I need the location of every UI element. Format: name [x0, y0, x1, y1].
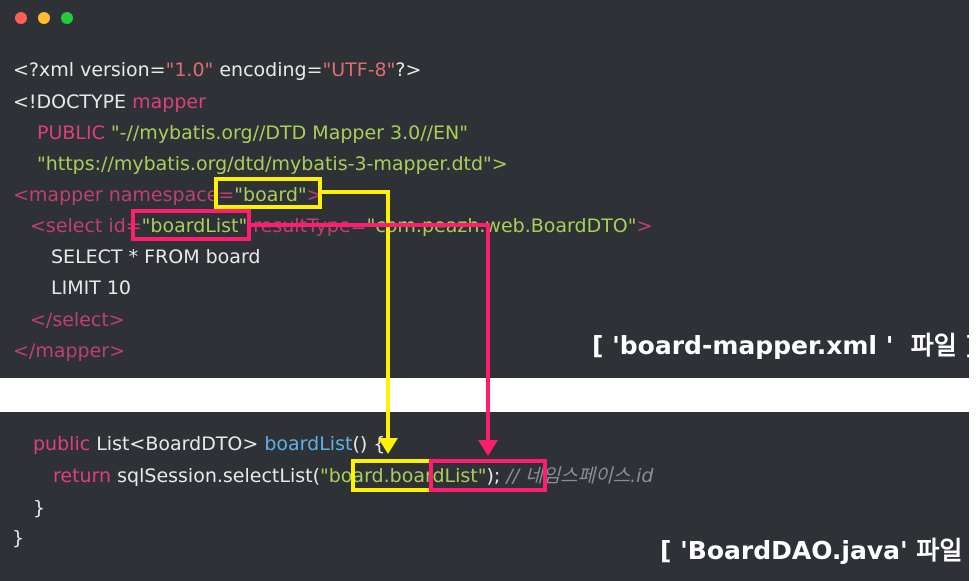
- code-token: () {: [352, 433, 386, 455]
- code-line-dtd-url: "https://mybatis.org/dtd/mybatis-3-mappe…: [37, 152, 508, 176]
- highlight-id-java: [429, 459, 547, 492]
- code-token: </mapper>: [13, 340, 126, 362]
- code-comment: // 네임스페이스.id: [506, 465, 654, 487]
- code-token: <mapper namespace=: [13, 184, 235, 206]
- code-line-return: return sqlSession.selectList("board.boar…: [53, 464, 653, 488]
- code-token: encoding=: [213, 59, 323, 81]
- code-token: PUBLIC: [37, 122, 111, 144]
- code-line-mapper-close: </mapper>: [13, 339, 125, 363]
- code-line-mapper-open: <mapper namespace="board">: [13, 183, 323, 207]
- code-token: return: [53, 465, 118, 487]
- close-button[interactable]: [15, 12, 27, 24]
- namespace-value: "board": [234, 184, 307, 206]
- code-token: List<BoardDTO>: [96, 433, 265, 455]
- code-token: "UTF-8": [322, 59, 396, 81]
- maximize-button[interactable]: [61, 12, 73, 24]
- code-token: "https://mybatis.org/dtd/mybatis-3-mappe…: [37, 153, 508, 175]
- code-line-close-class: }: [12, 526, 24, 550]
- id-arg: boardList": [389, 465, 487, 487]
- window-titlebar: [0, 0, 969, 36]
- caption-xml-file: [ 'board-mapper.xml ' 파일 ]: [592, 331, 977, 360]
- code-token: "-//mybatis.org//DTD Mapper 3.0//EN": [110, 122, 468, 144]
- code-token: }: [33, 497, 46, 519]
- code-line-close-method: }: [33, 496, 45, 520]
- divider: [0, 378, 977, 412]
- code-token: sqlSession.selectList(: [117, 465, 320, 487]
- code-token: resultType=: [247, 215, 367, 237]
- code-token: <?xml version=: [13, 59, 166, 81]
- highlight-namespace-xml: [214, 177, 322, 209]
- code-line-doctype: <!DOCTYPE mapper: [13, 90, 206, 114]
- code-token: );: [486, 465, 507, 487]
- code-token: }: [12, 527, 25, 549]
- code-token: public: [33, 433, 97, 455]
- code-token: >: [636, 215, 653, 237]
- code-token: "com.peazh.web.BoardDTO": [366, 215, 637, 237]
- highlight-id-xml: [131, 209, 251, 241]
- code-token: </select>: [30, 309, 125, 331]
- right-edge: [969, 0, 977, 581]
- code-token: mapper: [132, 91, 206, 113]
- highlight-namespace-java: [351, 459, 433, 492]
- code-token: <!DOCTYPE: [13, 91, 133, 113]
- code-line-method-signature: public List<BoardDTO> boardList() {: [33, 432, 385, 456]
- method-name: boardList: [264, 433, 353, 455]
- code-token: SELECT * FROM board: [51, 246, 261, 268]
- caption-java-file: [ 'BoardDAO.java' 파일 ]: [660, 536, 977, 565]
- code-token: <select id=: [30, 215, 142, 237]
- code-line-xml-declaration: <?xml version="1.0" encoding="UTF-8"?>: [13, 58, 421, 82]
- xml-code-panel: <?xml version="1.0" encoding="UTF-8"?> <…: [0, 0, 977, 363]
- code-token: "1.0": [165, 59, 214, 81]
- code-token: LIMIT 10: [51, 277, 132, 299]
- select-id-value: "boardList": [141, 215, 248, 237]
- minimize-button[interactable]: [38, 12, 50, 24]
- code-line-sql-limit: LIMIT 10: [51, 276, 131, 300]
- code-token: ?>: [395, 59, 422, 81]
- code-token: .: [383, 465, 390, 487]
- code-line-select-open: <select id="boardList" resultType="com.p…: [30, 214, 652, 238]
- code-line-sql-select: SELECT * FROM board: [51, 245, 261, 269]
- code-line-select-close: </select>: [30, 308, 125, 332]
- code-line-public: PUBLIC "-//mybatis.org//DTD Mapper 3.0//…: [37, 121, 468, 145]
- java-code-panel: public List<BoardDTO> boardList() { retu…: [0, 412, 977, 581]
